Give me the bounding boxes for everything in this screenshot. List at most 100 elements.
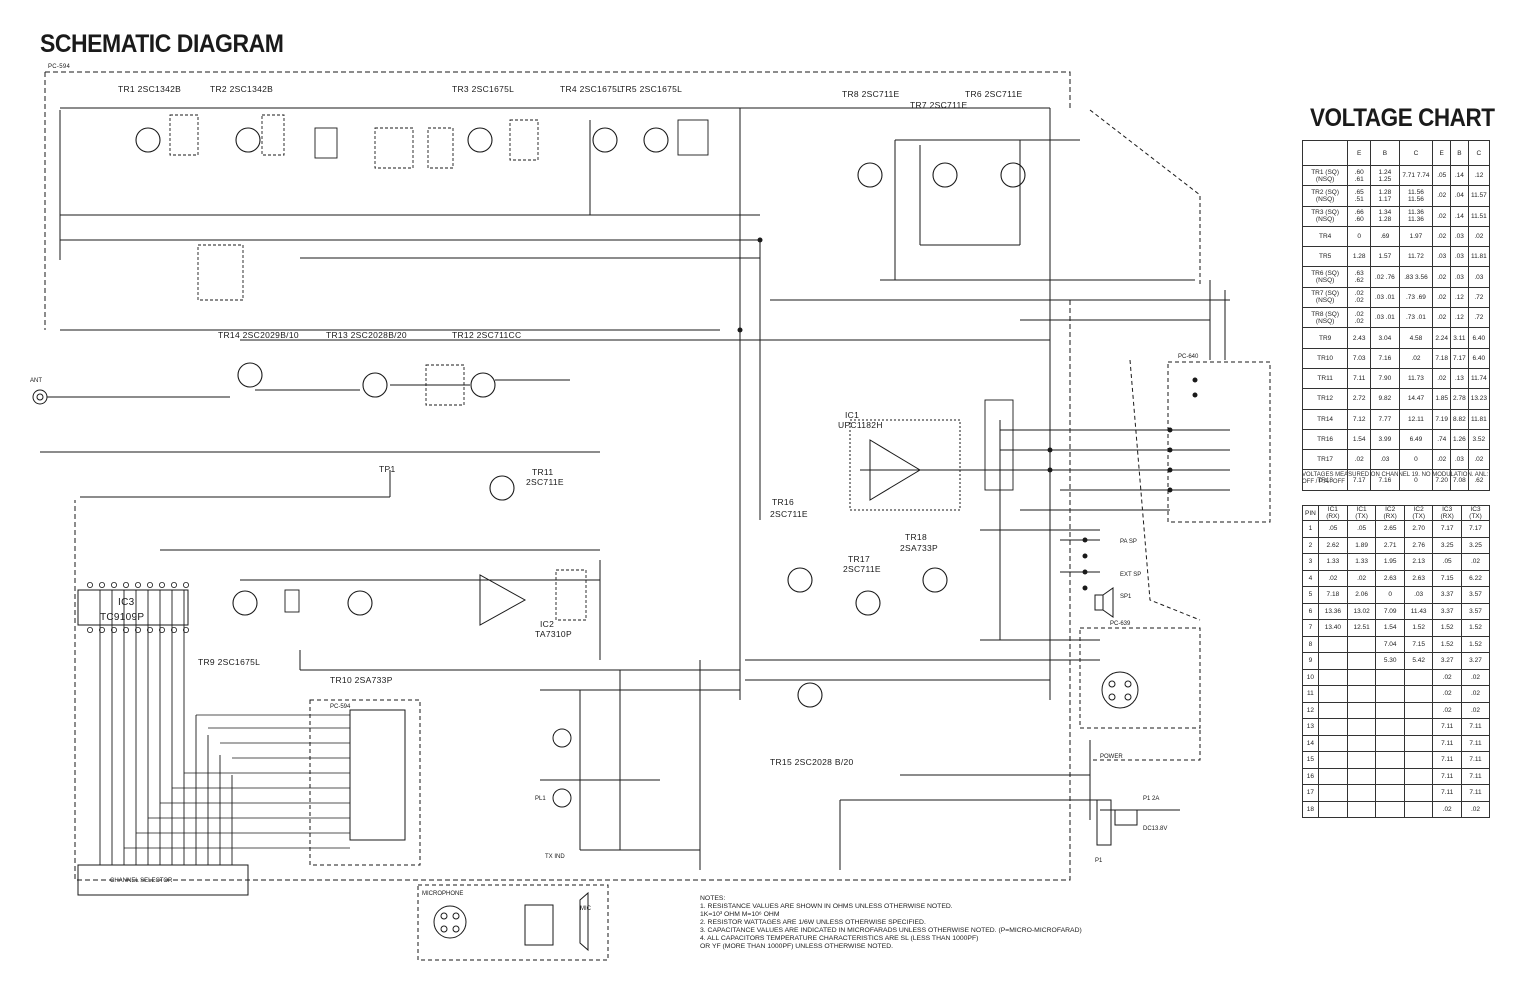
table-cell: 16 <box>1302 767 1319 785</box>
table-cell: 0 <box>1398 449 1434 471</box>
table-cell: 1.28 <box>1347 246 1372 268</box>
table-cell: 3.25 <box>1432 536 1462 554</box>
pc640-board <box>1167 361 1271 523</box>
table-header-cell: IC2 (TX) <box>1403 505 1434 521</box>
ic1-part: UPC1182H <box>838 420 883 430</box>
table-cell: TR8 (SQ) (NSQ) <box>1301 307 1349 329</box>
table-cell: 7.11 <box>1461 718 1490 736</box>
table-cell: TR5 <box>1301 246 1349 268</box>
table-cell: .02 <box>1398 347 1434 369</box>
table-cell: .02 <box>1432 266 1452 288</box>
table-cell: .62 <box>1467 469 1491 491</box>
tr3-label: TR3 2SC1675L <box>452 84 514 94</box>
tx-ind-label: TX IND <box>545 854 565 860</box>
table-cell: 1.24 1.25 <box>1370 164 1400 187</box>
table-cell: .72 <box>1467 307 1491 329</box>
note-line: 1. RESISTANCE VALUES ARE SHOWN IN OHMS U… <box>700 903 953 910</box>
tr14-label: TR14 2SC2029B/10 <box>218 330 299 340</box>
tr1-label: TR1 2SC1342B <box>118 84 181 94</box>
table-cell <box>1317 734 1348 752</box>
tr4-label: TR4 2SC1675L <box>560 84 622 94</box>
ic3-part: TC9109P <box>100 612 144 623</box>
table-cell: .02 .02 <box>1347 307 1372 329</box>
tr2-label: TR2 2SC1342B <box>210 84 273 94</box>
ext-sp-label: EXT SP <box>1120 572 1141 578</box>
channel-subboard-outline <box>309 699 421 866</box>
table-cell: 1.52 <box>1432 619 1462 637</box>
table-cell: .03 <box>1467 266 1491 288</box>
table-cell: 1.95 <box>1375 553 1405 571</box>
power-label: POWER <box>1100 754 1123 760</box>
microphone-box <box>417 884 609 961</box>
voltage-chart-title: VOLTAGE CHART <box>1310 104 1495 132</box>
table-cell: 2.65 <box>1375 520 1405 538</box>
tr11-label-a: TR11 <box>532 467 553 477</box>
table-cell: 7.11 <box>1432 718 1462 736</box>
table-cell <box>1346 685 1377 703</box>
table-cell: 3.27 <box>1461 652 1490 670</box>
table-cell: 14.47 <box>1398 388 1434 410</box>
table-cell: 11.73 <box>1398 367 1434 390</box>
table-cell: .02 <box>1467 449 1491 471</box>
table-cell: 7.18 <box>1432 347 1452 369</box>
table-header-cell: B <box>1450 140 1469 166</box>
ic2-part: TA7310P <box>535 629 572 639</box>
table-cell <box>1346 652 1377 670</box>
table-cell: 1.54 <box>1347 428 1372 451</box>
tr10-label: TR10 2SA733P <box>330 675 393 685</box>
p1-label: P1 <box>1095 858 1103 864</box>
table-cell: 3.27 <box>1432 652 1462 670</box>
table-cell: 7.11 <box>1432 784 1462 802</box>
table-cell: .03 .01 <box>1370 307 1400 329</box>
table-cell: .02 <box>1432 685 1462 703</box>
table-cell: .02 .02 <box>1347 286 1372 309</box>
table-cell: .14 <box>1450 205 1469 227</box>
table-cell: .02 <box>1432 367 1452 390</box>
table-cell: .02 <box>1461 553 1490 571</box>
table-cell: .02 <box>1432 800 1462 818</box>
table-cell: 2.72 <box>1347 388 1372 410</box>
table-cell: .73 .01 <box>1398 307 1434 329</box>
table-cell: 11.74 <box>1467 367 1491 390</box>
table-cell: .02 <box>1432 449 1452 471</box>
table-cell <box>1346 800 1377 818</box>
table-cell: 7.11 <box>1461 784 1490 802</box>
table-cell: .03 <box>1370 449 1400 471</box>
tr18-part: 2SA733P <box>900 543 938 553</box>
table-cell: TR11 <box>1301 367 1349 390</box>
table-cell: TR10 <box>1301 347 1349 369</box>
table-cell <box>1346 784 1377 802</box>
tr16-part: 2SC711E <box>770 509 808 519</box>
table-cell: 11.36 11.36 <box>1398 205 1434 227</box>
table-cell: 7.11 <box>1432 751 1462 769</box>
table-cell: 3.57 <box>1461 602 1490 620</box>
table-cell: .02 <box>1432 307 1452 329</box>
table-cell: 1.52 <box>1461 635 1490 653</box>
table-cell: 2.13 <box>1403 553 1434 571</box>
table-cell <box>1403 668 1434 686</box>
table-cell: 3.37 <box>1432 602 1462 620</box>
mic-label: MIC <box>580 906 592 912</box>
table-cell: .02 <box>1461 800 1490 818</box>
table-cell: 3.04 <box>1370 327 1400 349</box>
table-header-cell: E <box>1432 140 1452 166</box>
table-cell <box>1317 668 1348 686</box>
table-cell: 7.16 <box>1370 347 1400 369</box>
tr13-label: TR13 2SC2028B/20 <box>326 330 407 340</box>
note-line: 3. CAPACITANCE VALUES ARE INDICATED IN M… <box>700 927 1082 934</box>
table-header-cell: IC2 (RX) <box>1375 505 1405 521</box>
table-cell: .04 <box>1450 185 1469 207</box>
ch-switch-block <box>349 709 406 841</box>
table-cell <box>1403 718 1434 736</box>
note-line: NOTES: <box>700 895 726 902</box>
